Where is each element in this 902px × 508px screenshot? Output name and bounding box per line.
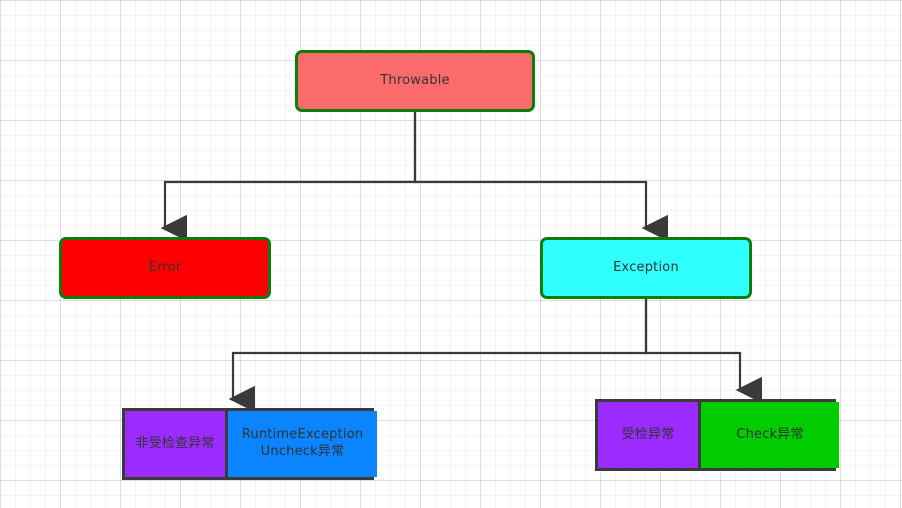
node-unchecked-exception-cn[interactable]: 非受检查异常 bbox=[125, 411, 225, 477]
node-checked-exception-cn-label: 受检异常 bbox=[621, 426, 675, 442]
node-checked-exception-cn[interactable]: 受检异常 bbox=[598, 402, 698, 468]
node-exception[interactable]: Exception bbox=[540, 237, 752, 299]
node-exception-label: Exception bbox=[613, 259, 679, 275]
edge-throwable-to-error bbox=[160, 112, 417, 242]
node-check-exception[interactable]: Check异常 bbox=[698, 402, 839, 468]
node-error-label: Error bbox=[148, 259, 182, 275]
node-error[interactable]: Error bbox=[59, 237, 271, 299]
node-throwable-label: Throwable bbox=[380, 72, 450, 88]
node-group-checked-exception: 受检异常 Check异常 bbox=[595, 399, 839, 471]
edge-exception-to-unchecked bbox=[228, 299, 648, 413]
edge-exception-to-checked bbox=[644, 299, 762, 404]
node-runtime-exception-label-line1: RuntimeException bbox=[241, 427, 364, 443]
node-check-exception-label: Check异常 bbox=[736, 426, 804, 442]
node-group-unchecked-exception: 非受检查异常 RuntimeException Uncheck异常 bbox=[122, 408, 377, 480]
edge-throwable-to-exception bbox=[413, 112, 668, 242]
node-throwable[interactable]: Throwable bbox=[295, 50, 535, 112]
node-unchecked-exception-cn-label: 非受检查异常 bbox=[135, 435, 215, 451]
node-runtime-exception[interactable]: RuntimeException Uncheck异常 bbox=[225, 411, 377, 477]
node-runtime-exception-label-line2: Uncheck异常 bbox=[260, 444, 345, 459]
